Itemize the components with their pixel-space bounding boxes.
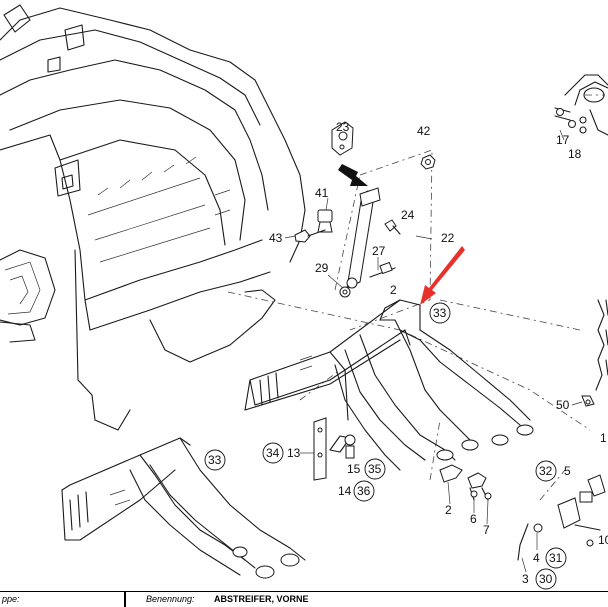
footer-name-value: ABSTREIFER, VORNE [214,594,309,604]
label-35: 35 [368,462,382,476]
stripper-frame-lower [61,437,306,579]
red-pointer-arrow [420,246,465,305]
label-14: 14 [338,484,352,498]
part-number-labels: 23 42 17 18 41 24 22 43 27 29 2 33 50 1 … [208,120,608,586]
stripper-frame-main [244,299,534,471]
label-15: 15 [347,462,361,476]
pin-part-41 [317,209,333,233]
label-4: 4 [533,551,540,565]
label-27: 27 [372,244,386,258]
bolt-part-43 [294,229,326,243]
label-31: 31 [549,551,563,565]
label-34: 34 [266,446,280,460]
bolt-part-15-14 [344,434,356,459]
label-6: 6 [470,512,477,526]
pointer-arrow-black [338,164,368,186]
label-24: 24 [401,208,415,222]
footer-name-label: Benennung: [146,594,195,604]
label-36: 36 [357,484,371,498]
label-33b: 33 [208,453,222,467]
label-33a: 33 [433,306,447,320]
label-17: 17 [556,133,570,147]
label-43: 43 [269,231,283,245]
label-50: 50 [556,398,570,412]
label-42: 42 [417,124,431,138]
parts-diagram: 23 42 17 18 41 24 22 43 27 29 2 33 50 1 … [0,4,608,590]
plate-part-34-13 [313,417,327,481]
label-3: 3 [522,572,529,586]
bolt-part-27 [369,261,396,278]
label-22: 22 [441,231,455,245]
label-30: 30 [539,572,553,586]
label-41: 41 [315,186,329,200]
chain [595,299,608,391]
label-2a: 2 [390,283,397,297]
screw-part-24 [384,219,401,235]
label-10: 10 [598,533,608,547]
label-23: 23 [336,120,350,134]
nut-part-42 [420,154,436,170]
label-1: 1 [600,431,607,445]
footer-group-label: ppe: [2,594,20,604]
label-18: 18 [568,147,582,161]
callout-circles [204,302,567,590]
label-13: 13 [287,446,301,460]
assembly-lines [227,94,605,501]
footer-bar: ppe: Benennung: ABSTREIFER, VORNE [0,591,608,607]
small-parts-lower-right [439,395,606,561]
washer-part-29 [339,286,351,298]
link-rod-part-22 [346,187,381,289]
label-32: 32 [539,464,553,478]
upper-right-housing [554,74,608,136]
bracket-part-23 [331,121,354,156]
label-5: 5 [564,464,571,478]
label-2b: 2 [445,503,452,517]
label-7: 7 [483,523,490,537]
label-29: 29 [315,261,329,275]
footer-divider [124,592,126,607]
leader-lines [284,129,583,573]
machine-body [0,4,306,431]
